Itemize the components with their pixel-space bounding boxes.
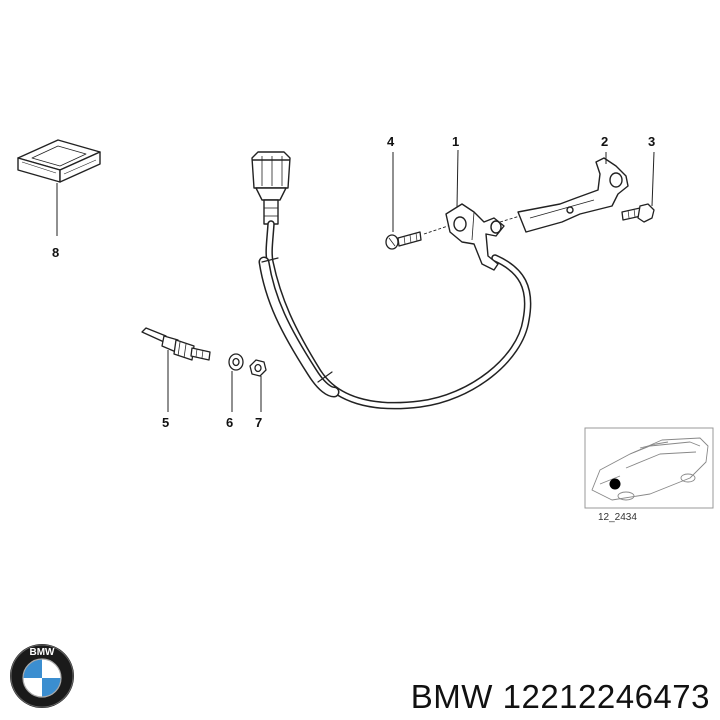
assembly-line-2	[499, 215, 521, 223]
sensor-cable	[258, 220, 532, 410]
callout-3: 3	[648, 134, 655, 149]
screw-part-4	[385, 231, 422, 250]
sensor-pin-part-5	[141, 327, 211, 361]
callout-5: 5	[162, 415, 169, 430]
leader-line-1	[456, 149, 459, 208]
callout-6: 6	[226, 415, 233, 430]
sensor-plug-connector	[251, 151, 291, 225]
inset-reference: 12_2434	[598, 512, 637, 523]
callout-1: 1	[452, 134, 459, 149]
leader-line-3	[651, 151, 655, 207]
nut-part-7	[249, 359, 267, 377]
location-marker	[609, 478, 621, 490]
car-location-inset: 12_2434	[584, 427, 714, 523]
bracket-part-2	[517, 157, 629, 233]
callout-7: 7	[255, 415, 262, 430]
assembly-line-4	[423, 225, 449, 235]
control-module-part-8	[17, 139, 101, 183]
bmw-logo-text: BMW	[30, 647, 56, 658]
callout-4: 4	[387, 134, 395, 149]
callout-2: 2	[601, 134, 608, 149]
callout-8: 8	[52, 245, 59, 260]
part-number-caption: BMW 12212246473	[410, 678, 710, 715]
bolt-part-3	[621, 203, 655, 223]
crankshaft-sensor-part-1	[445, 203, 505, 271]
washer-part-6	[228, 353, 244, 371]
car-outline	[591, 437, 709, 501]
bmw-logo: BMW	[10, 644, 74, 708]
